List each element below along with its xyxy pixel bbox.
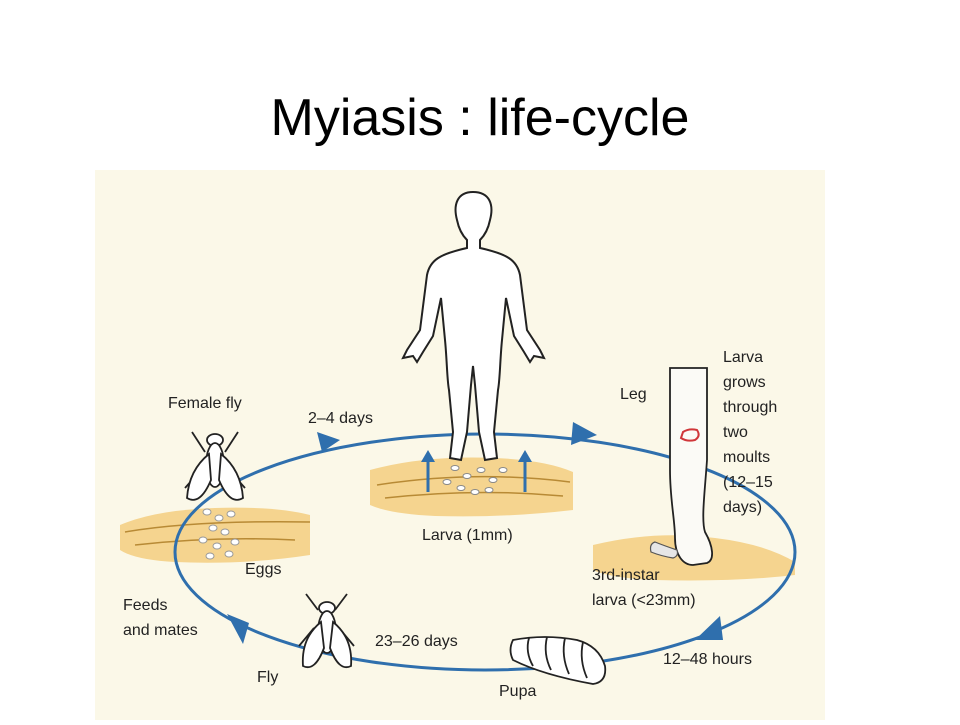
fly-icon	[298, 593, 355, 669]
egg-icon	[205, 552, 215, 560]
third-instar-larva-icon	[649, 541, 679, 559]
lesion-mark	[679, 428, 700, 442]
label-pupa: Pupa	[499, 683, 536, 700]
egg-icon	[202, 508, 212, 516]
label-larva-1mm: Larva (1mm)	[422, 527, 513, 544]
page-title: Myiasis : life-cycle	[270, 89, 690, 147]
egg-icon	[198, 536, 208, 544]
label-growth-line: Larva	[723, 349, 763, 366]
label-days-23-26: 23–26 days	[375, 633, 458, 650]
label-growth-line: through	[723, 399, 777, 416]
egg-cluster	[198, 508, 240, 560]
label-growth-line: (12–15	[723, 474, 773, 491]
label-growth-line: days)	[723, 499, 762, 516]
label-hours-12-48: 12–48 hours	[663, 651, 752, 668]
egg-icon	[208, 524, 218, 532]
leg-icon	[669, 367, 713, 566]
egg-icon	[220, 528, 230, 536]
label-third-instar: 3rd-instar larva (<23mm)	[592, 567, 696, 609]
cycle-arrowhead-icon	[317, 432, 340, 452]
female-fly-icon	[184, 431, 246, 501]
label-third-instar-line: larva (<23mm)	[592, 592, 696, 609]
label-leg: Leg	[620, 386, 647, 403]
cycle-arrowhead-icon	[571, 422, 597, 445]
larva-entry-arrows	[421, 450, 532, 492]
label-eggs: Eggs	[245, 561, 281, 578]
sand-mound-left	[120, 507, 311, 563]
life-cycle-diagram: Female fly 2–4 days Leg Larva grows thro…	[120, 190, 797, 700]
sand-mound-center	[370, 457, 573, 517]
label-third-instar-line: 3rd-instar	[592, 567, 660, 584]
label-days-2-4: 2–4 days	[308, 410, 373, 427]
label-fly: Fly	[257, 669, 278, 686]
label-feeds-and-mates: Feeds and mates	[123, 597, 198, 639]
cycle-arrowhead-icon	[227, 614, 249, 644]
label-feeds-line: Feeds	[123, 597, 167, 614]
egg-icon	[224, 550, 234, 558]
diagram-panel: Female fly 2–4 days Leg Larva grows thro…	[95, 170, 825, 720]
label-growth-line: moults	[723, 449, 770, 466]
larvae-cluster	[442, 465, 508, 495]
label-female-fly: Female fly	[168, 395, 242, 412]
egg-icon	[226, 510, 236, 518]
pupa-icon	[509, 636, 607, 685]
egg-icon	[212, 542, 222, 550]
label-feeds-line: and mates	[123, 622, 198, 639]
label-larva-growth: Larva grows through two moults (12–15 da…	[723, 349, 777, 516]
label-growth-line: grows	[723, 374, 766, 391]
cycle-arrowhead-icon	[695, 616, 723, 640]
egg-icon	[214, 514, 224, 522]
egg-icon	[230, 538, 240, 546]
label-growth-line: two	[723, 424, 748, 441]
human-figure-icon	[401, 190, 546, 462]
